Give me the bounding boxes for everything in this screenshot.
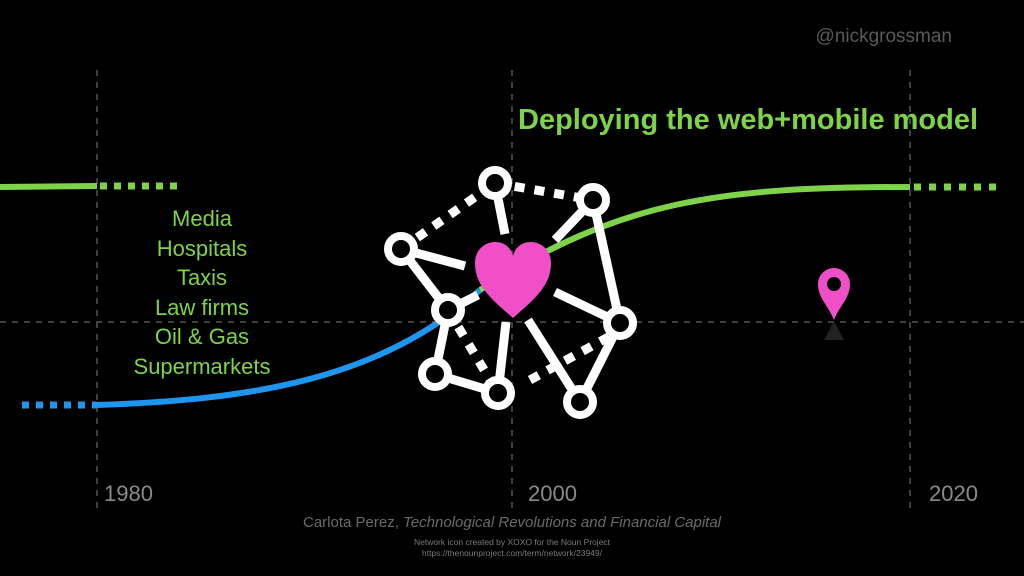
previous-surge-line [0,183,98,190]
sector-item: Taxis [176,265,228,290]
year-label-2000: 2000 [528,481,577,506]
network-icon [384,166,637,419]
year-label-1980: 1980 [104,481,153,506]
year-label-2020: 2020 [929,481,978,506]
credit-author: Carlota Perez, [302,514,404,531]
heart-icon [475,242,551,318]
slide-title: Deploying the web+mobile model [518,104,979,136]
attribution-url: https://thenounproject.com/term/network/… [421,548,602,558]
sector-item: Hospitals [156,235,248,261]
icon-attribution: Network icon created by XOXO for the Nou… [0,537,1024,559]
sector-list: Media Hospitals Taxis Law firms Oil & Ga… [112,204,292,381]
sector-item: Oil & Gas [154,324,250,349]
sector-item: Law firms [154,294,250,320]
attribution-line: Network icon created by XOXO for the Nou… [413,537,611,547]
source-credit: Carlota Perez, Technological Revolutions… [0,514,1024,531]
sector-item: Media [172,206,232,231]
author-handle: @nickgrossman [815,26,953,47]
map-pin-icon [818,268,850,340]
sector-item: Supermarkets [133,353,271,379]
credit-book: Technological Revolutions and Financial … [403,514,722,531]
